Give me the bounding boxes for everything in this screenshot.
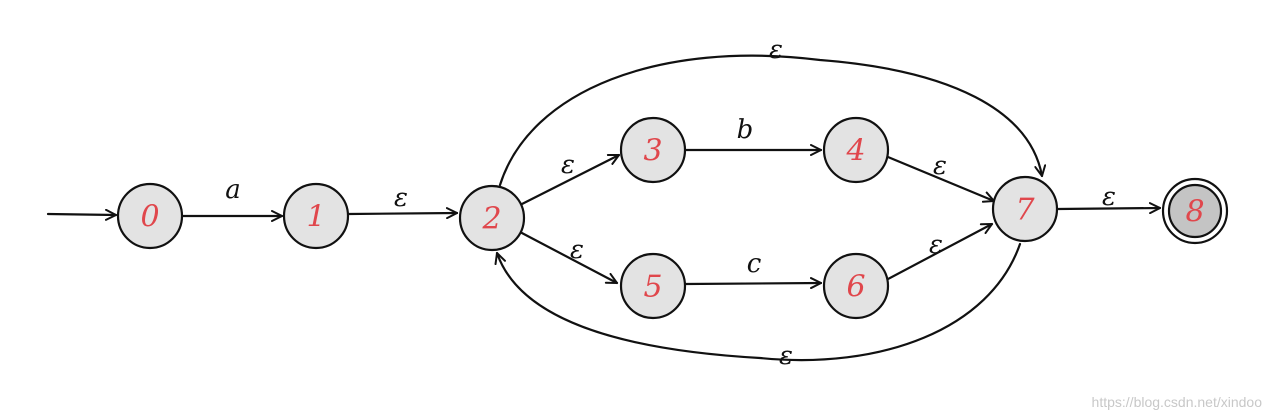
accepting-ring [1161,177,1229,245]
state-circle [822,252,890,320]
edge-2-3 [518,153,621,207]
state-label: 6 [846,270,865,305]
state-0: 0 [116,182,184,250]
edge-2-5 [518,230,619,285]
state-label: 4 [845,134,865,169]
state-circle [991,175,1059,243]
edge-label-3-4: b [737,115,754,145]
state-circle [619,116,687,184]
state-label: 2 [481,202,501,237]
state-label: 0 [140,200,159,235]
edge-1-2 [347,207,459,220]
edge-2-7 [498,54,1047,187]
state-circle [116,182,184,250]
state-circle [282,182,350,250]
edge-7-2 [494,242,1022,362]
state-circle [619,252,687,320]
edge-label-1-2: ε [394,183,408,213]
edge-4-7 [886,155,996,203]
edge-6-7 [886,222,994,281]
state-3: 3 [619,116,687,184]
state-4: 4 [822,116,890,184]
watermark: https://blog.csdn.net/xindoo [1091,394,1262,410]
state-5: 5 [619,252,687,320]
edge-label-7-8: ε [1102,182,1116,212]
edge-7-8 [1056,202,1162,215]
state-7: 7 [991,175,1059,243]
edge-label-5-6: c [747,249,762,279]
state-circle [822,116,890,184]
edge-label-0-1: a [225,175,241,205]
state-label: 8 [1185,195,1204,230]
state-label: 3 [643,134,662,169]
state-label: 7 [1015,193,1035,228]
state-8: 8 [1161,177,1229,245]
state-6: 6 [822,252,890,320]
state-2: 2 [458,184,526,252]
start-arrow [46,208,118,221]
state-circle [458,184,526,252]
edge-5-6 [684,277,823,290]
nodes-layer: 0 1 2 3 4 5 6 7 8 [116,116,1229,320]
state-label: 5 [643,270,662,305]
edge-label-2-3: ε [561,150,575,180]
edge-label-4-7: ε [933,151,947,181]
edge-labels-layer: a ε ε ε b c ε ε ε ε ε [225,35,1116,371]
edge-label-2-5: ε [570,235,584,265]
state-label: 1 [306,200,325,235]
edge-label-7-2: ε [779,341,793,371]
state-circle [1167,183,1223,239]
edges-layer [46,54,1162,362]
state-1: 1 [282,182,350,250]
edge-label-6-7: ε [929,230,943,260]
edge-label-2-7: ε [769,35,783,65]
